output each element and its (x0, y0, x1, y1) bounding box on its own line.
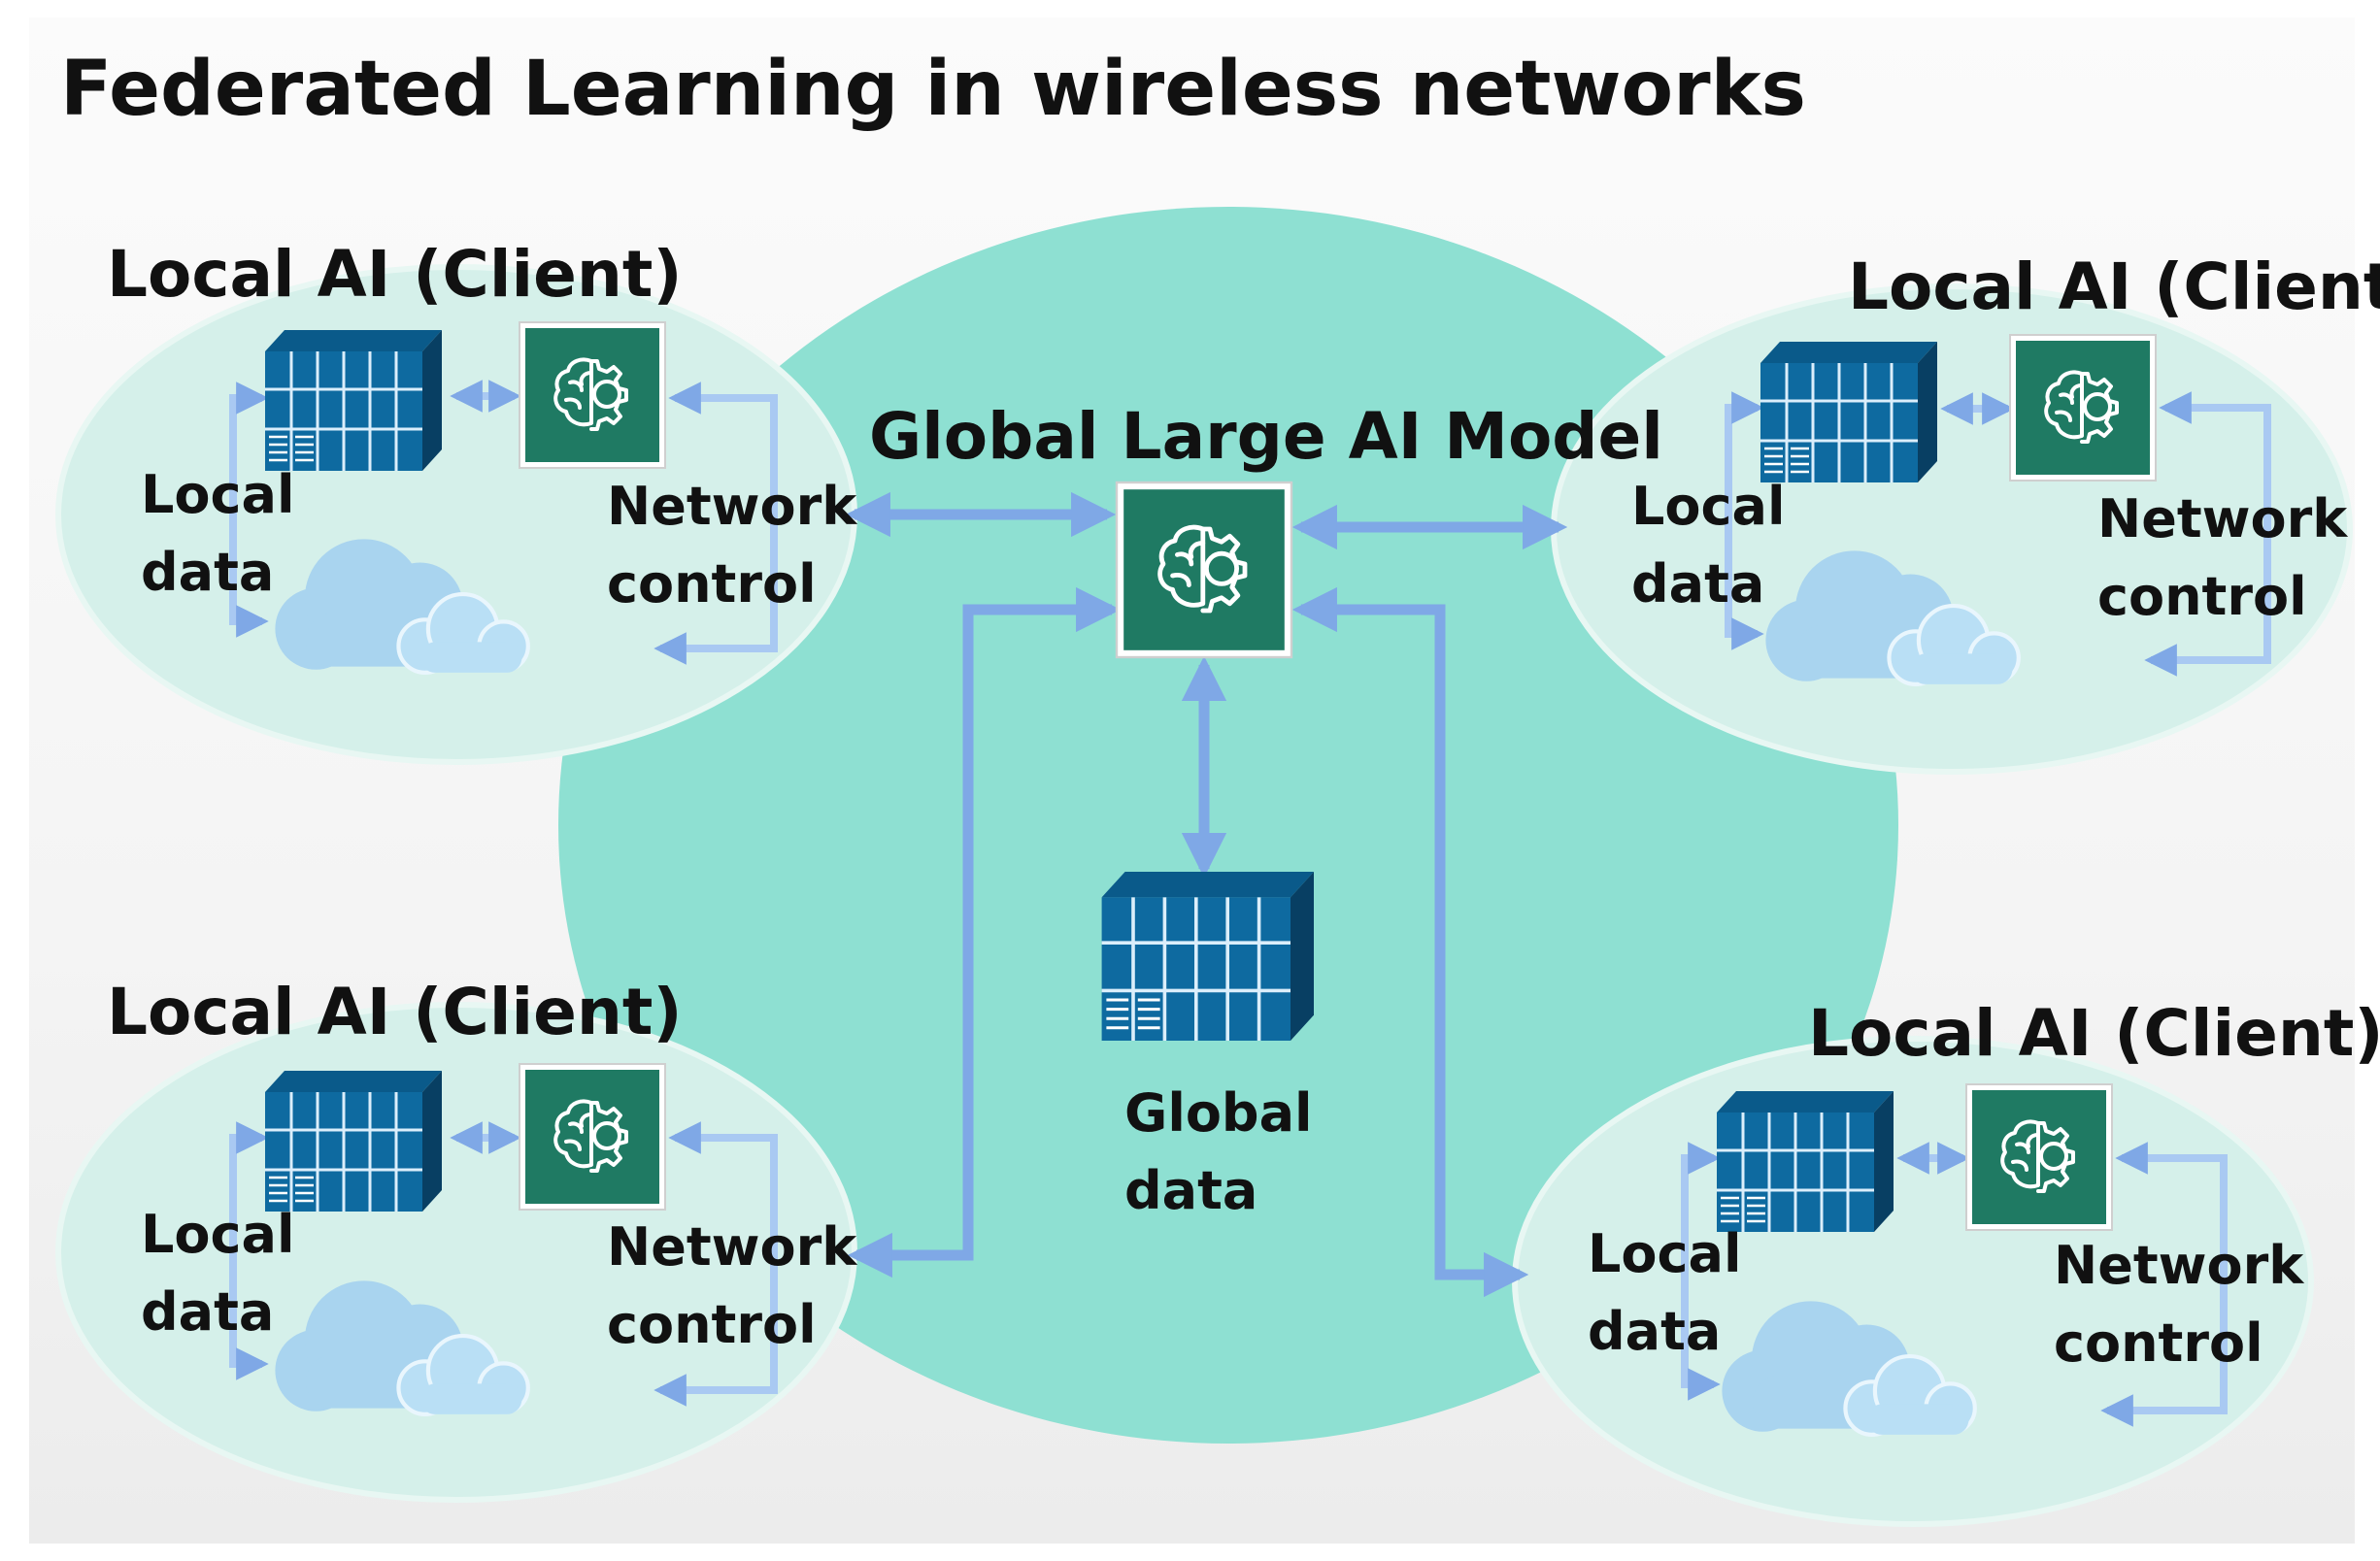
client-title-bottom-left: Local AI (Client) (107, 975, 683, 1049)
global-model-label: Global Large AI Model (869, 399, 1663, 474)
global-data-server-icon (1099, 870, 1316, 1043)
network-control-label-line2: control (2097, 566, 2307, 627)
local-data-arrow (229, 1121, 269, 1380)
network-control-label-line1: Network (2097, 488, 2348, 549)
arrow-global-to-client-bottom-right (1291, 586, 1529, 1298)
network-control-label-line2: control (2054, 1312, 2263, 1374)
network-control-label-line1: Network (2054, 1235, 2304, 1296)
network-control-arrow (2144, 391, 2271, 677)
client-top-left (229, 320, 778, 673)
local-data-label-line1: Local (141, 1204, 294, 1265)
network-control-label-line2: control (607, 1294, 817, 1355)
network-control-label-line1: Network (607, 1216, 857, 1278)
network-control-label-line2: control (607, 553, 817, 614)
client-title-top-right: Local AI (Client) (1848, 249, 2380, 324)
global-data-label-line1: Global (1124, 1082, 1313, 1144)
client-bottom-right (1681, 1082, 2228, 1435)
client-title-top-left: Local AI (Client) (107, 237, 683, 312)
global-ai-model-icon (1117, 482, 1291, 657)
network-control-arrow (2100, 1142, 2228, 1427)
local-data-arrow (1725, 391, 1764, 650)
brain-gear-icon (1964, 1082, 2114, 1232)
server-rack-icon (1759, 340, 1939, 484)
server-rack-icon (263, 1069, 444, 1213)
server-rack-icon (263, 328, 444, 473)
server-rack-icon (1715, 1089, 1895, 1234)
network-control-arrow (654, 1121, 778, 1407)
local-data-label-line1: Local (141, 464, 294, 525)
brain-gear-icon (2008, 333, 2158, 482)
local-data-label-line1: Local (1588, 1223, 1741, 1284)
client-bottom-left (229, 1062, 778, 1414)
local-data-label-line2: data (1588, 1301, 1721, 1362)
brain-gear-icon (518, 320, 667, 470)
local-data-label-line1: Local (1631, 476, 1785, 537)
network-control-label-line1: Network (607, 476, 857, 537)
arrow-global-to-client-bottom-left (847, 586, 1122, 1279)
client-top-right (1725, 333, 2271, 684)
local-data-arrow (229, 382, 269, 638)
diagram-title: Federated Learning in wireless networks (60, 46, 1806, 133)
local-data-label-line2: data (141, 1281, 274, 1343)
local-data-arrow (1681, 1142, 1721, 1401)
global-data-label-line2: data (1124, 1160, 1257, 1221)
local-data-label-line2: data (141, 542, 274, 603)
brain-gear-icon (518, 1062, 667, 1212)
client-title-bottom-right: Local AI (Client) (1808, 996, 2380, 1071)
network-control-arrow (654, 382, 778, 665)
local-data-label-line2: data (1631, 553, 1764, 614)
